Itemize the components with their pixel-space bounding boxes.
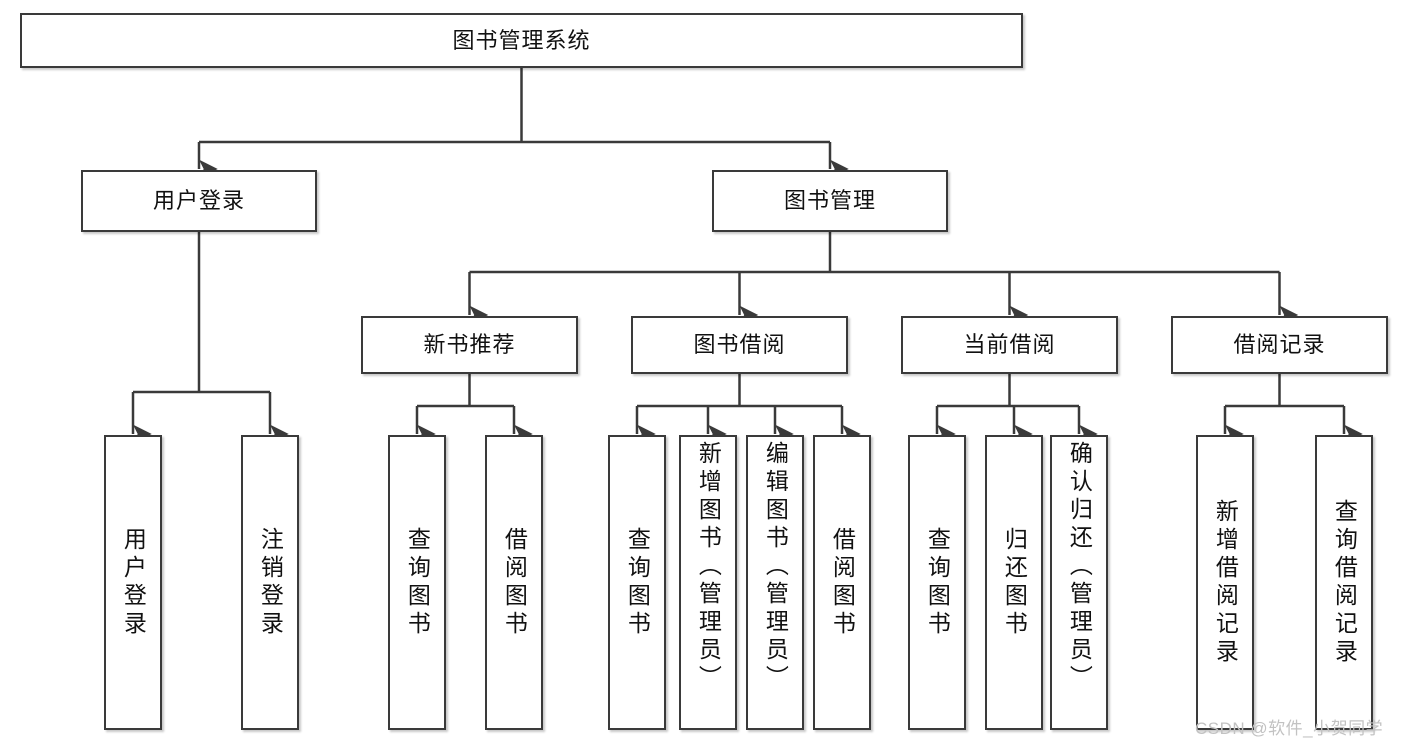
node-leaf-user-login[interactable]: 用户登录 <box>104 435 162 730</box>
node-label: 注销登录 <box>257 526 284 639</box>
node-label: 图书管理系统 <box>452 27 591 53</box>
node-label: 新增图书（管理员） <box>695 441 722 693</box>
node-label: 用户登录 <box>120 526 147 639</box>
link-group <box>131 68 1363 444</box>
node-label: 查询图书 <box>404 526 431 639</box>
node-leaf-bb-add[interactable]: 新增图书（管理员） <box>679 435 737 730</box>
node-label: 查询图书 <box>924 526 951 639</box>
node-label: 借阅图书 <box>829 526 856 639</box>
node-label: 查询借阅记录 <box>1331 498 1358 667</box>
node-book-borrow[interactable]: 图书借阅 <box>631 316 848 374</box>
node-leaf-bb-borrow[interactable]: 借阅图书 <box>813 435 871 730</box>
node-new-book-rec[interactable]: 新书推荐 <box>361 316 578 374</box>
node-leaf-rec-borrow[interactable]: 借阅图书 <box>485 435 543 730</box>
node-label: 确认归还（管理员） <box>1066 441 1093 693</box>
node-leaf-cb-confirm[interactable]: 确认归还（管理员） <box>1050 435 1108 730</box>
node-label: 用户登录 <box>152 188 245 214</box>
node-label: 查询图书 <box>624 526 651 639</box>
node-label: 图书管理 <box>783 188 876 214</box>
node-leaf-br-query[interactable]: 查询借阅记录 <box>1315 435 1373 730</box>
node-user-login[interactable]: 用户登录 <box>81 170 317 232</box>
node-current-borrow[interactable]: 当前借阅 <box>901 316 1118 374</box>
node-leaf-bb-edit[interactable]: 编辑图书（管理员） <box>746 435 804 730</box>
node-label: 新书推荐 <box>423 332 516 358</box>
node-leaf-br-add[interactable]: 新增借阅记录 <box>1196 435 1254 730</box>
node-borrow-record[interactable]: 借阅记录 <box>1171 316 1388 374</box>
node-leaf-rec-query[interactable]: 查询图书 <box>388 435 446 730</box>
node-label: 借阅记录 <box>1233 332 1326 358</box>
node-leaf-logout[interactable]: 注销登录 <box>241 435 299 730</box>
node-label: 归还图书 <box>1001 526 1028 639</box>
node-label: 新增借阅记录 <box>1212 498 1239 667</box>
node-leaf-bb-query[interactable]: 查询图书 <box>608 435 666 730</box>
node-root[interactable]: 图书管理系统 <box>20 13 1023 68</box>
node-label: 编辑图书（管理员） <box>762 441 789 693</box>
node-book-manage[interactable]: 图书管理 <box>712 170 948 232</box>
node-label: 图书借阅 <box>693 332 786 358</box>
watermark: CSDN @软件_小贺同学 <box>1195 719 1384 738</box>
node-label: 当前借阅 <box>963 332 1056 358</box>
node-leaf-cb-return[interactable]: 归还图书 <box>985 435 1043 730</box>
node-leaf-cb-query[interactable]: 查询图书 <box>908 435 966 730</box>
node-label: 借阅图书 <box>501 526 528 639</box>
